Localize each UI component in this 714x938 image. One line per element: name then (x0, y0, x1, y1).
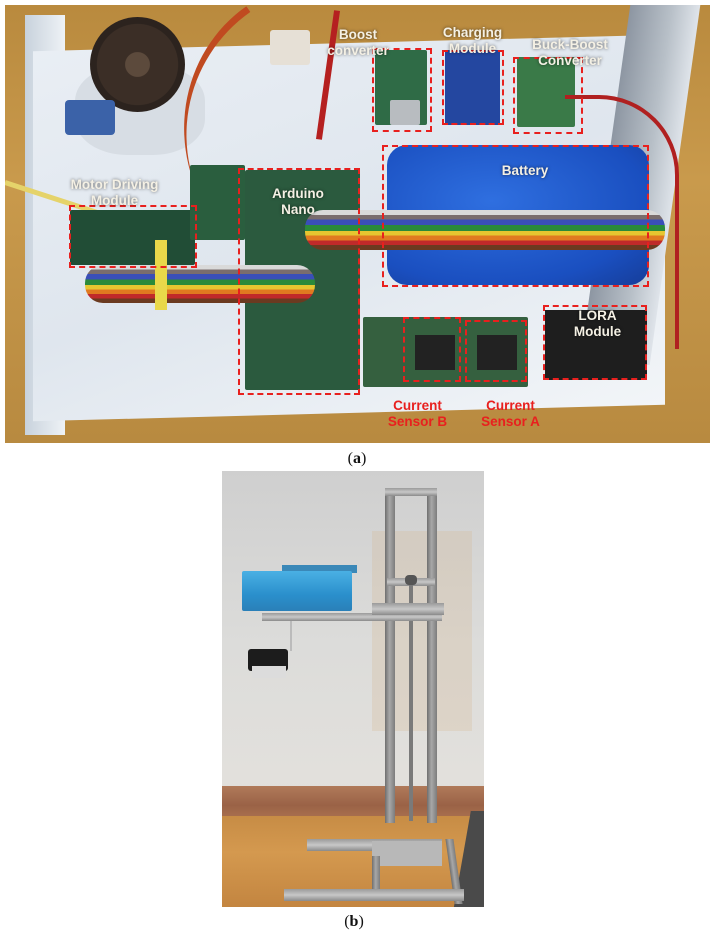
motor-driving-module-box (69, 205, 197, 268)
label-lora-module: LORA Module (573, 308, 622, 339)
base-plate (372, 841, 442, 866)
zip-tie (155, 240, 167, 310)
label-current-sensor-b: Current Sensor B (387, 398, 448, 429)
current-sensor-b-chip (415, 335, 455, 370)
screw-nut (405, 575, 417, 585)
ribbon-cable-left (85, 265, 315, 303)
lead-screw (409, 581, 413, 821)
label-current-sensor-a: Current Sensor A (481, 398, 540, 429)
aux-pcb (190, 165, 245, 240)
sensor-base (252, 666, 286, 678)
carriage-bracket (372, 603, 444, 615)
hanging-sensor (248, 649, 288, 671)
label-boost-converter: Boost converter (327, 27, 389, 58)
caption-b: (b) (344, 913, 364, 930)
enclosure-lid (282, 565, 357, 573)
photo-panel-b (222, 471, 484, 907)
skirting-board (222, 786, 484, 818)
stepper-motor-housing (65, 100, 115, 135)
current-sensor-a-chip (477, 335, 517, 370)
label-arduino-nano: Arduino Nano (272, 186, 324, 217)
carriage-arm (262, 613, 442, 621)
base-rail-front (284, 889, 464, 901)
base-leg-left (372, 856, 380, 901)
charging-module-box (442, 50, 504, 125)
current-sensor-b-box (403, 317, 461, 382)
frame-top-bar (385, 488, 437, 496)
arduino-nano-box (238, 168, 360, 395)
charging-module-pcb (445, 50, 500, 125)
connector-block (270, 30, 310, 65)
usb-port (390, 100, 420, 125)
motor-driver-pcb (70, 210, 195, 265)
current-sensor-a-box (465, 320, 527, 382)
caption-a: (a) (347, 450, 367, 467)
stepper-motor-spool (90, 17, 185, 112)
frame-upright-right (427, 488, 437, 823)
frame-upright-left (385, 488, 395, 823)
label-charging-module: Charging Module (442, 25, 503, 56)
photo-panel-a: Boost converter Charging Module Buck-Boo… (5, 5, 710, 443)
sensor-hanger (290, 621, 292, 651)
buck-boost-converter-box (513, 57, 583, 134)
lora-module-box (543, 305, 647, 380)
label-motor-driving-module: Motor Driving Module (70, 177, 159, 208)
rainbow-ribbon-cable (305, 210, 665, 250)
label-buck-boost-converter: Buck-Boost Converter (532, 37, 608, 68)
blue-enclosure (242, 571, 352, 611)
label-battery: Battery (501, 163, 549, 178)
battery-box (382, 145, 649, 287)
boost-converter-box (372, 48, 432, 132)
